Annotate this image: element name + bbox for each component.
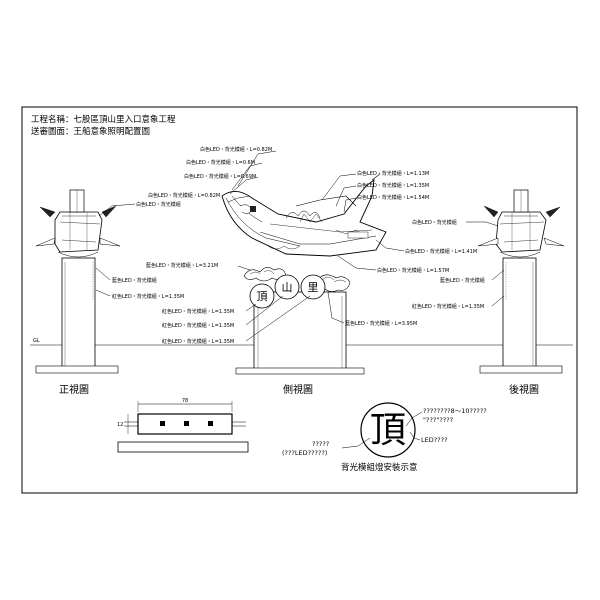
back-pillar <box>502 257 537 372</box>
front-view-title: 正視圖 <box>59 383 89 396</box>
side-label-r1: 白色LED・背光模組・L=1.13M <box>357 170 429 177</box>
side-label-l2: 白色LED・背光模組・L=0.6M <box>186 159 255 166</box>
side-label-r2: 白色LED・背光模組・L=1.35M <box>357 182 429 189</box>
back-label-blue: 藍色LED・背光模組 <box>440 277 485 284</box>
back-view-title: 後視圖 <box>509 383 539 396</box>
side-label-r6: 藍色LED・背光模組・L=3.95M <box>345 320 417 327</box>
side-label-l6: 紅色LED・背光模組・L=1.35M <box>162 308 234 315</box>
install-note-top-2: "???"???? <box>423 416 453 424</box>
install-plaque-glyph: 頂 <box>370 410 406 451</box>
module-width-dim: 78 <box>182 398 188 404</box>
install-detail <box>341 402 423 458</box>
front-view <box>35 189 136 374</box>
module-height-dim: 12 <box>117 422 123 428</box>
side-ship-hull <box>221 179 387 257</box>
front-label-blue: 藍色LED・背光模組 <box>112 277 157 284</box>
plaque-char-shan: 山 <box>282 281 293 294</box>
side-label-l5: 藍色LED・背光模組・L=3.21M <box>146 262 218 269</box>
side-label-l7: 紅色LED・背光模組・L=1.35M <box>162 322 234 329</box>
side-view <box>221 150 405 375</box>
install-plaque-circle <box>360 402 416 458</box>
plaque-char-li: 里 <box>308 281 319 294</box>
side-label-r3: 白色LED・背光模組・L=1.54M <box>357 194 429 201</box>
side-label-l1: 白色LED・背光模組・L=0.82M <box>200 146 272 153</box>
side-pillar <box>253 291 347 373</box>
back-label-red: 紅色LED・背光模組・L=1.35M <box>412 303 484 310</box>
front-label-red: 紅色LED・背光模組・L=1.35M <box>112 293 184 300</box>
plaque-li <box>300 274 326 300</box>
front-ship-head <box>54 211 103 253</box>
back-ship-head <box>495 211 547 253</box>
back-view <box>466 189 565 374</box>
ground-label: GL <box>33 338 40 344</box>
install-caption: 背光模組燈安裝示意 <box>341 462 418 473</box>
install-note-led: LED???? <box>421 436 448 444</box>
side-view-title: 側視圖 <box>283 383 313 396</box>
install-note-top-1: ????????8～10????? <box>423 407 487 415</box>
side-label-r5: 白色LED・背光模組・L=1.57M <box>377 267 449 274</box>
plaque-char-ding: 頂 <box>257 290 268 303</box>
front-pillar <box>61 257 96 372</box>
drawing-frame <box>21 106 578 494</box>
project-name: 工程名稱：七股區頂山里入口意象工程 <box>31 114 176 125</box>
drawing-name: 送審圖面：王船意象照明配置圖 <box>31 126 150 137</box>
install-note-left-1: ????? <box>312 440 329 448</box>
led-module-detail <box>117 401 249 453</box>
plaque-ding <box>249 283 275 309</box>
side-label-l4: 白色LED・背光模組・L=0.82M <box>148 192 220 199</box>
side-label-l8: 紅色LED・背光模組・L=1.35M <box>162 338 234 345</box>
install-note-left-2: (???LED?????) <box>282 449 327 457</box>
plaque-shan <box>274 274 300 300</box>
side-label-r4: 白色LED・背光模組・L=1.41M <box>405 248 477 255</box>
front-label-white: 白色LED・背光模組 <box>136 201 181 208</box>
side-label-l3: 白色LED・背光模組・L=0.69M <box>184 173 256 180</box>
back-label-white: 白色LED・背光模組 <box>412 219 457 226</box>
